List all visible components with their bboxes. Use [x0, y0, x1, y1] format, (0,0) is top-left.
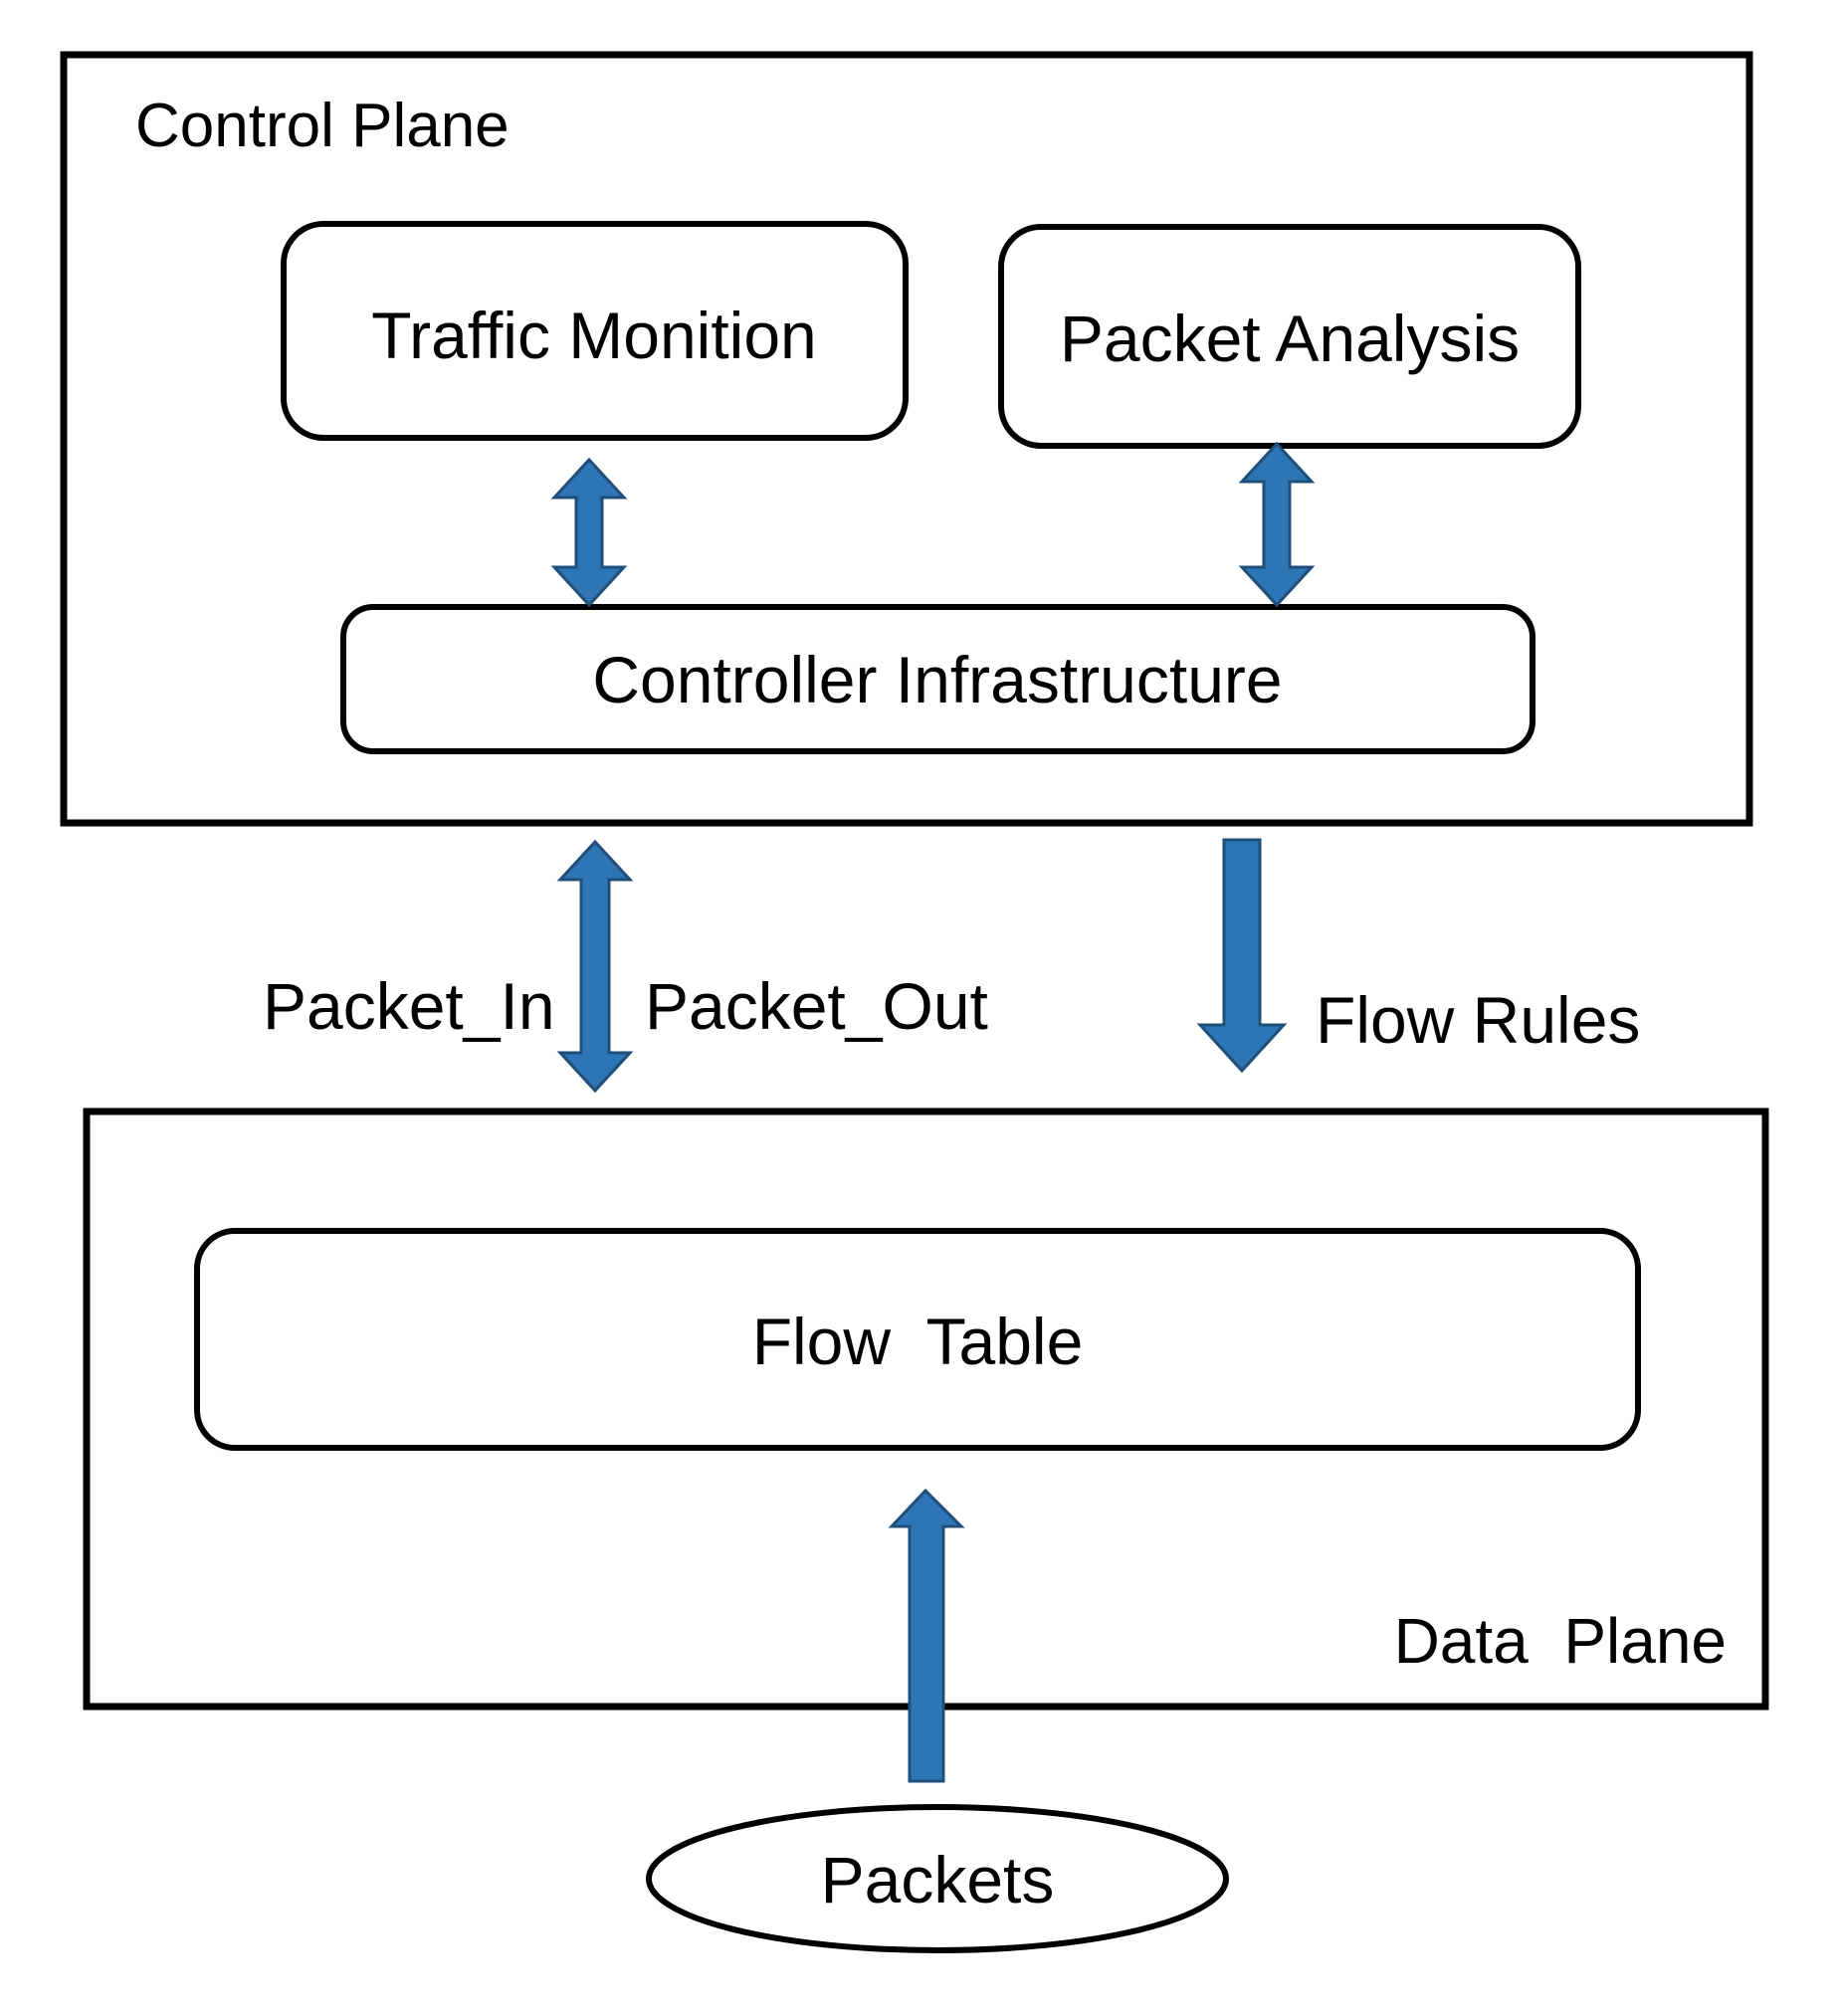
traffic-controller-double-arrow	[550, 457, 628, 608]
controller-infrastructure-box	[340, 604, 1535, 754]
controller-infrastructure-label: Controller Infrastructure	[592, 643, 1282, 716]
packet-in-label: Packet_In	[263, 969, 555, 1043]
control-plane-title: Control Plane	[135, 92, 510, 160]
packets-ellipse	[646, 1804, 1229, 1953]
packet-in-out-double-arrow	[556, 839, 634, 1094]
packet-out-label: Packet_Out	[645, 969, 988, 1043]
packets-up-arrow	[888, 1488, 965, 1783]
analysis-controller-double-arrow	[1238, 441, 1316, 608]
flow-table-label: Flow Table	[752, 1305, 1084, 1378]
flow-table-box	[194, 1228, 1641, 1451]
traffic-monition-label: Traffic Monition	[371, 299, 817, 372]
packet-analysis-box	[998, 224, 1581, 449]
packet-analysis-label: Packet Analysis	[1060, 302, 1520, 375]
traffic-monition-box	[281, 221, 909, 441]
flow-rules-down-arrow	[1196, 838, 1288, 1074]
packets-label: Packets	[821, 1843, 1055, 1916]
data-plane-title: Data Plane	[1394, 1605, 1727, 1677]
flow-rules-label: Flow Rules	[1316, 983, 1640, 1057]
